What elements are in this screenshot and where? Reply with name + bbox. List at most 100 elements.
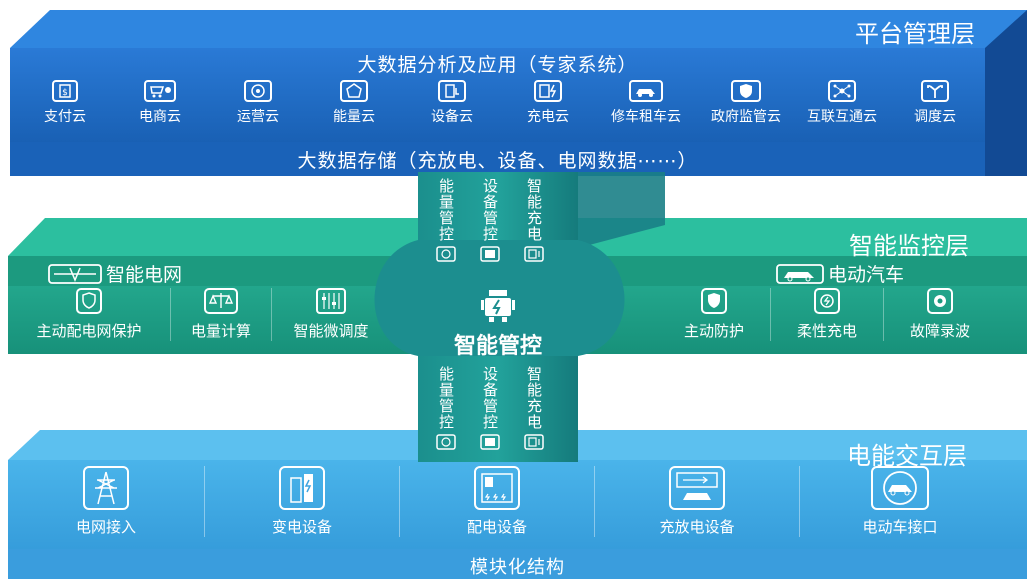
- cloud-item-operations[interactable]: 运营云: [210, 80, 306, 136]
- cloud-item-energy[interactable]: 能量云: [306, 80, 402, 136]
- ev-item-label: 柔性充电: [796, 322, 857, 340]
- energy-item-transformer[interactable]: 变电设备: [205, 466, 400, 537]
- center-column-device: 设备管控: [476, 178, 504, 262]
- distribution-cabinet-icon: [474, 466, 520, 510]
- dispatch-panel-icon: [316, 288, 346, 314]
- cloud-label: 能量云: [333, 109, 375, 125]
- grid-item-label: 电量计算: [190, 322, 251, 340]
- energy-items-row: 电网接入 变电设备 配电设备 充放电设备 电动车接口: [8, 466, 1027, 537]
- energy-item-label: 充放电设备: [659, 518, 735, 536]
- energy-item-label: 电网接入: [75, 518, 136, 536]
- bigdata-analysis-title: 大数据分析及应用（专家系统）: [357, 54, 638, 76]
- energy-icon: [340, 80, 368, 102]
- energy-layer-title: 电能交互层: [847, 442, 967, 470]
- operations-icon: [244, 80, 272, 102]
- center-column-lower: [418, 356, 578, 462]
- cloud-label: 运营云: [237, 109, 279, 125]
- smart-charging-icon: [524, 246, 544, 262]
- ev-car-icon: [776, 263, 824, 284]
- cloud-item-device[interactable]: 设备云: [402, 80, 502, 136]
- ev-interface-icon: [871, 466, 929, 510]
- ecommerce-icon: [144, 80, 176, 102]
- charging-icon: [534, 80, 562, 102]
- flexible-charging-icon: [814, 288, 840, 314]
- smart-control-hub[interactable]: 智能管控: [418, 288, 578, 360]
- charging-station-icon: [669, 466, 725, 510]
- platform-layer-top-face: [10, 10, 1027, 48]
- column-text: 设备管控: [481, 366, 499, 430]
- cloud-item-network[interactable]: 互联互通云: [794, 80, 890, 136]
- ev-item-label: 故障录波: [909, 322, 970, 340]
- energy-bottom-band: [8, 549, 1027, 579]
- dispatch-icon: [921, 80, 949, 102]
- center-upper-columns: 能量管控 设备管控 智能充电: [432, 178, 548, 262]
- cloud-label: 政府监管云: [711, 109, 781, 125]
- cloud-item-government[interactable]: 政府监管云: [698, 80, 794, 136]
- energy-item-label: 电动车接口: [862, 518, 938, 536]
- smart-control-robot-icon: [481, 288, 515, 322]
- center-column-charging: 智能充电: [520, 366, 548, 450]
- energy-item-ev-interface[interactable]: 电动车接口: [800, 466, 1000, 537]
- smart-control-title: 智能管控: [453, 334, 542, 359]
- bigdata-storage-title: 大数据存储（充放电、设备、电网数据⋯⋯）: [297, 150, 698, 172]
- ev-item-active-protection[interactable]: 主动防护: [658, 288, 771, 341]
- monitor-layer-title: 智能监控层: [849, 232, 969, 260]
- svg-text:$: $: [62, 88, 68, 98]
- ev-item-fault-record[interactable]: 故障录波: [884, 288, 996, 341]
- ev-item-flexible-charging[interactable]: 柔性充电: [771, 288, 884, 341]
- energy-item-distribution[interactable]: 配电设备: [400, 466, 595, 537]
- cloud-label: 充电云: [527, 109, 569, 125]
- device-control-icon: [480, 246, 500, 262]
- ev-items-row: 主动防护 柔性充电 故障录波: [658, 288, 996, 341]
- car-rental-icon: [629, 80, 663, 102]
- center-column-energy: 能量管控: [432, 178, 460, 262]
- column-text: 智能充电: [525, 178, 543, 242]
- energy-item-charging-equipment[interactable]: 充放电设备: [595, 466, 800, 537]
- cloud-item-charging[interactable]: 充电云: [502, 80, 594, 136]
- platform-storage-band: [10, 142, 985, 176]
- column-text: 智能充电: [525, 366, 543, 430]
- column-text: 能量管控: [437, 366, 455, 430]
- grid-items-row: 主动配电网保护 电量计算 智能微调度: [8, 288, 390, 341]
- cloud-label: 电商云: [139, 109, 181, 125]
- energy-item-grid-access[interactable]: 电网接入: [8, 466, 205, 537]
- column-text: 能量管控: [437, 178, 455, 242]
- cloud-item-ecommerce[interactable]: 电商云: [110, 80, 210, 136]
- cloud-item-car-rental[interactable]: 修车租车云: [594, 80, 698, 136]
- network-icon: [828, 80, 856, 102]
- scale-icon: [204, 288, 238, 314]
- cloud-label: 设备云: [431, 109, 473, 125]
- modular-structure-title: 模块化结构: [470, 557, 565, 578]
- smart-charging-icon: [524, 434, 544, 450]
- cloud-item-dispatch[interactable]: 调度云: [890, 80, 980, 136]
- power-tower-icon: [83, 466, 129, 510]
- center-column-shade: [578, 172, 665, 248]
- shield-icon: [701, 288, 727, 314]
- ev-header: 电动汽车: [776, 260, 904, 287]
- device-control-icon: [480, 434, 500, 450]
- grid-icon: [48, 263, 102, 284]
- energy-control-icon: [436, 434, 456, 450]
- cloud-item-payment[interactable]: $ 支付云: [20, 80, 110, 136]
- cloud-services-row: $ 支付云 电商云 运营云 能量云 设备云 充电云 修车租车云 政: [20, 80, 980, 136]
- grid-item-label: 主动配电网保护: [36, 322, 142, 340]
- energy-item-label: 变电设备: [271, 518, 332, 536]
- column-text: 设备管控: [481, 178, 499, 242]
- center-column-device: 设备管控: [476, 366, 504, 450]
- smart-grid-header: 智能电网: [48, 260, 182, 287]
- fault-record-icon: [927, 288, 953, 314]
- center-lower-columns: 能量管控 设备管控 智能充电: [432, 366, 548, 450]
- grid-item-protection[interactable]: 主动配电网保护: [8, 288, 171, 341]
- center-column-charging: 智能充电: [520, 178, 548, 262]
- grid-item-micro-dispatch[interactable]: 智能微调度: [272, 288, 390, 341]
- grid-protection-icon: [76, 288, 102, 314]
- ev-title: 电动汽车: [828, 264, 905, 286]
- transformer-icon: [279, 466, 325, 510]
- cloud-label: 修车租车云: [611, 109, 681, 125]
- grid-item-calculation[interactable]: 电量计算: [171, 288, 272, 341]
- ev-item-label: 主动防护: [683, 322, 744, 340]
- platform-layer-side-face: [985, 10, 1027, 176]
- grid-item-label: 智能微调度: [293, 322, 369, 340]
